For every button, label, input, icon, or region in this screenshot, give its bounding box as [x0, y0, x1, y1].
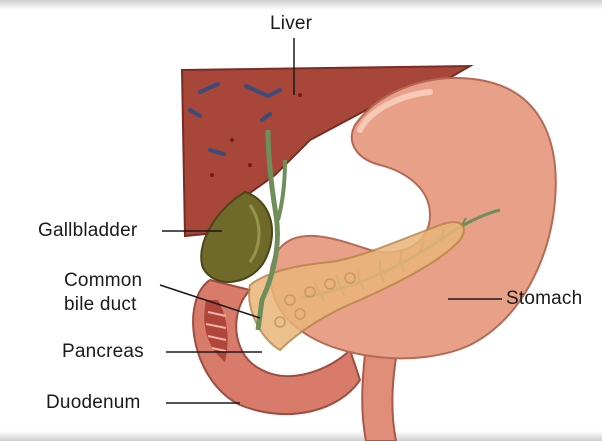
intestine-segment — [362, 345, 398, 441]
common-bile-duct-label-line1: Common — [64, 270, 142, 292]
liver-label: Liver — [270, 13, 312, 35]
pancreas-label: Pancreas — [62, 341, 144, 363]
duodenum-label: Duodenum — [46, 392, 141, 414]
common-bile-duct-label-line2: bile duct — [64, 294, 137, 316]
gallbladder-label: Gallbladder — [38, 220, 137, 242]
stomach-label: Stomach — [506, 288, 582, 310]
